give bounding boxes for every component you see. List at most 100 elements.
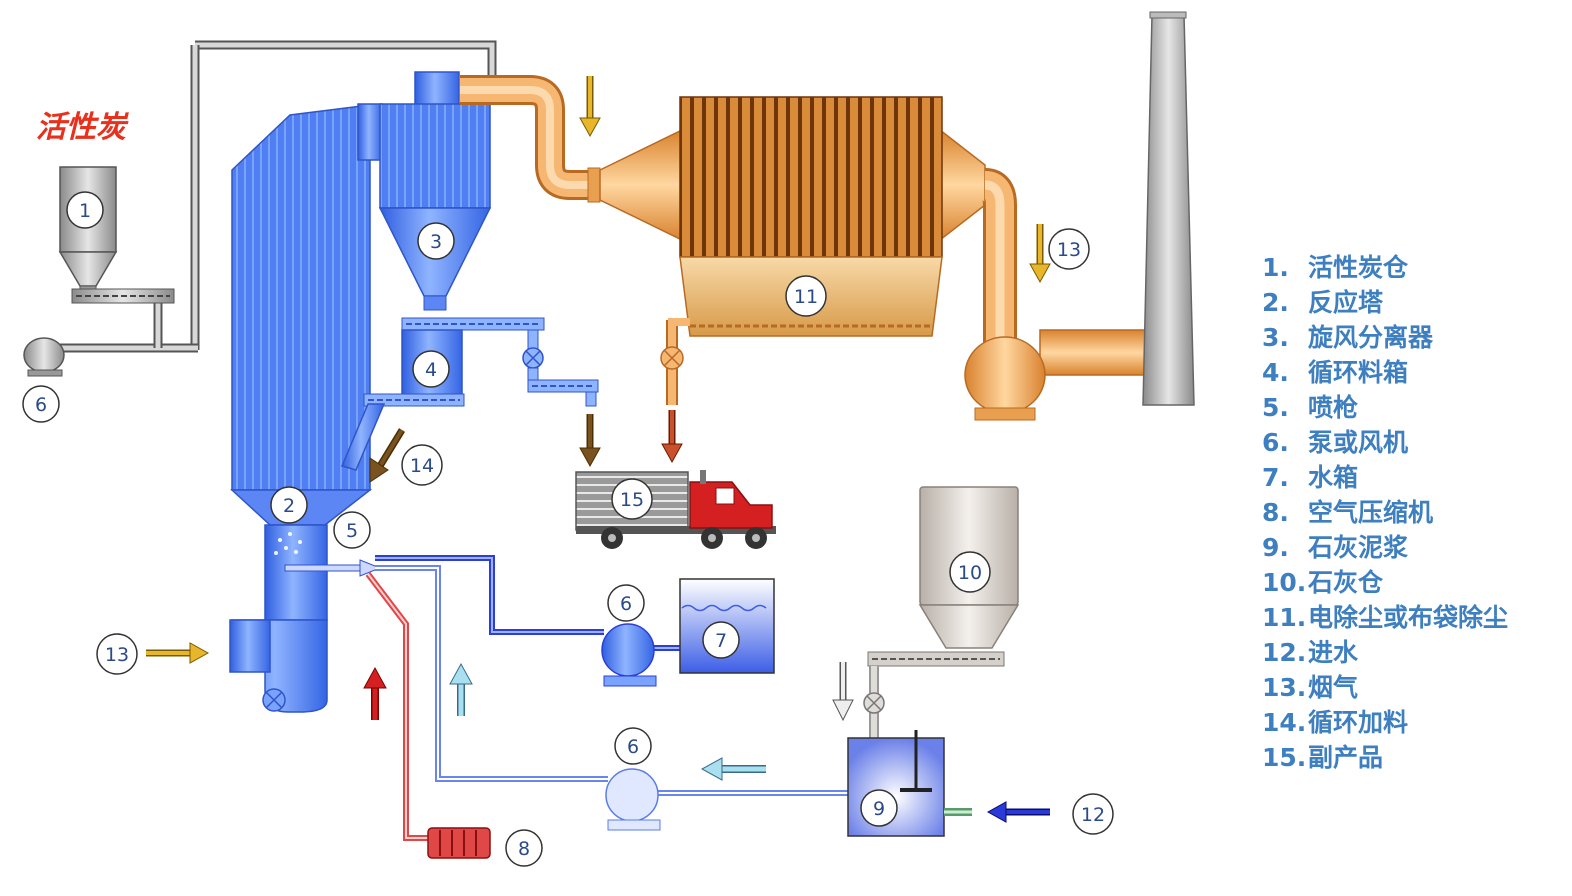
legend-label: 活性炭仓: [1308, 253, 1408, 282]
legend-item: 3.旋风分离器: [1262, 320, 1508, 355]
lime-silo: [864, 487, 1018, 740]
arrow-flue-down: [580, 76, 600, 136]
callout-11: 11: [786, 276, 826, 316]
svg-text:7: 7: [715, 630, 727, 652]
callout-6a: 6: [23, 386, 59, 422]
air-compressor: [428, 828, 490, 858]
callout-13b: 13: [97, 634, 137, 674]
legend-item: 14.循环加料: [1262, 705, 1508, 740]
legend-num: 1.: [1262, 250, 1308, 285]
legend-item: 13.烟气: [1262, 670, 1508, 705]
svg-text:5: 5: [346, 520, 358, 542]
legend-item: 5.喷枪: [1262, 390, 1508, 425]
legend-label: 副产品: [1308, 743, 1383, 772]
legend-label: 进水: [1308, 638, 1358, 667]
callout-1: 1: [67, 192, 103, 228]
legend-num: 9.: [1262, 530, 1308, 565]
legend-item: 6.泵或风机: [1262, 425, 1508, 460]
legend-label: 泵或风机: [1308, 428, 1408, 457]
callout-15: 15: [612, 479, 652, 519]
svg-text:6: 6: [627, 736, 639, 758]
legend-label: 电除尘或布袋除尘: [1308, 603, 1508, 632]
svg-text:12: 12: [1081, 804, 1105, 826]
svg-text:2: 2: [283, 495, 295, 517]
legend-item: 7.水箱: [1262, 460, 1508, 495]
legend-item: 15.副产品: [1262, 740, 1508, 775]
legend-num: 11.: [1262, 600, 1308, 635]
arrow-slurry-left: [702, 758, 766, 780]
legend-item: 8.空气压缩机: [1262, 495, 1508, 530]
svg-text:10: 10: [958, 562, 982, 584]
by-product-truck: [576, 470, 776, 549]
legend-num: 2.: [1262, 285, 1308, 320]
svg-text:6: 6: [35, 394, 47, 416]
chimney: [1143, 12, 1194, 405]
legend-num: 4.: [1262, 355, 1308, 390]
arrow-to-truck-2: [662, 410, 682, 462]
svg-text:14: 14: [410, 455, 434, 477]
arrow-recycle: [370, 430, 402, 482]
svg-text:13: 13: [105, 644, 129, 666]
legend-num: 3.: [1262, 320, 1308, 355]
arrow-air-up: [364, 668, 386, 720]
legend-num: 7.: [1262, 460, 1308, 495]
induced-draft-fan: [965, 330, 1150, 420]
activated-carbon-silo: [60, 167, 174, 303]
legend-label: 石灰仓: [1308, 568, 1383, 597]
legend-num: 8.: [1262, 495, 1308, 530]
recirculation-box: [342, 318, 598, 470]
cyclone-separator: [380, 72, 490, 310]
slurry-pump: [606, 769, 660, 830]
legend-label: 空气压缩机: [1308, 498, 1433, 527]
callout-10: 10: [950, 552, 990, 592]
legend-label: 循环加料: [1308, 708, 1408, 737]
svg-text:1: 1: [79, 200, 91, 222]
legend-label: 石灰泥浆: [1308, 533, 1408, 562]
callout-14: 14: [402, 445, 442, 485]
callout-2: 2: [271, 487, 307, 523]
svg-text:4: 4: [425, 359, 437, 381]
legend-label: 水箱: [1308, 463, 1358, 492]
legend-item: 2.反应塔: [1262, 285, 1508, 320]
svg-text:11: 11: [794, 286, 818, 308]
svg-text:6: 6: [620, 593, 632, 615]
legend: 1.活性炭仓 2.反应塔 3.旋风分离器 4.循环料箱 5.喷枪 6.泵或风机 …: [1262, 250, 1508, 775]
arrow-lime-down: [833, 662, 853, 720]
arrow-water-up: [450, 664, 472, 716]
callout-12: 12: [1073, 794, 1113, 834]
legend-num: 6.: [1262, 425, 1308, 460]
tower-to-cyclone-duct: [358, 104, 382, 160]
dust-collector: [661, 97, 942, 405]
legend-num: 10.: [1262, 565, 1308, 600]
legend-num: 12.: [1262, 635, 1308, 670]
legend-label: 循环料箱: [1308, 358, 1408, 387]
legend-label: 反应塔: [1308, 288, 1383, 317]
legend-num: 5.: [1262, 390, 1308, 425]
callout-13a: 13: [1049, 229, 1089, 269]
svg-text:9: 9: [873, 798, 885, 820]
legend-item: 4.循环料箱: [1262, 355, 1508, 390]
legend-label: 喷枪: [1308, 393, 1358, 422]
activated-carbon-label: 活性炭: [36, 102, 126, 146]
callout-6b: 6: [608, 585, 644, 621]
callout-4: 4: [413, 351, 449, 387]
arrow-to-truck-1: [580, 414, 600, 466]
legend-item: 1.活性炭仓: [1262, 250, 1508, 285]
legend-item: 11.电除尘或布袋除尘: [1262, 600, 1508, 635]
callout-5: 5: [334, 512, 370, 548]
legend-label: 烟气: [1308, 673, 1358, 702]
legend-label: 旋风分离器: [1308, 323, 1433, 352]
arrow-water-in: [988, 802, 1050, 822]
svg-text:8: 8: [518, 838, 530, 860]
legend-item: 10.石灰仓: [1262, 565, 1508, 600]
svg-text:15: 15: [620, 489, 644, 511]
legend-num: 13.: [1262, 670, 1308, 705]
svg-text:13: 13: [1057, 239, 1081, 261]
carbon-fan: [24, 338, 64, 376]
legend-num: 14.: [1262, 705, 1308, 740]
callout-3: 3: [418, 223, 454, 259]
legend-num: 15.: [1262, 740, 1308, 775]
callout-9: 9: [861, 790, 897, 826]
svg-text:3: 3: [430, 231, 442, 253]
arrow-flue-out: [1030, 224, 1050, 282]
